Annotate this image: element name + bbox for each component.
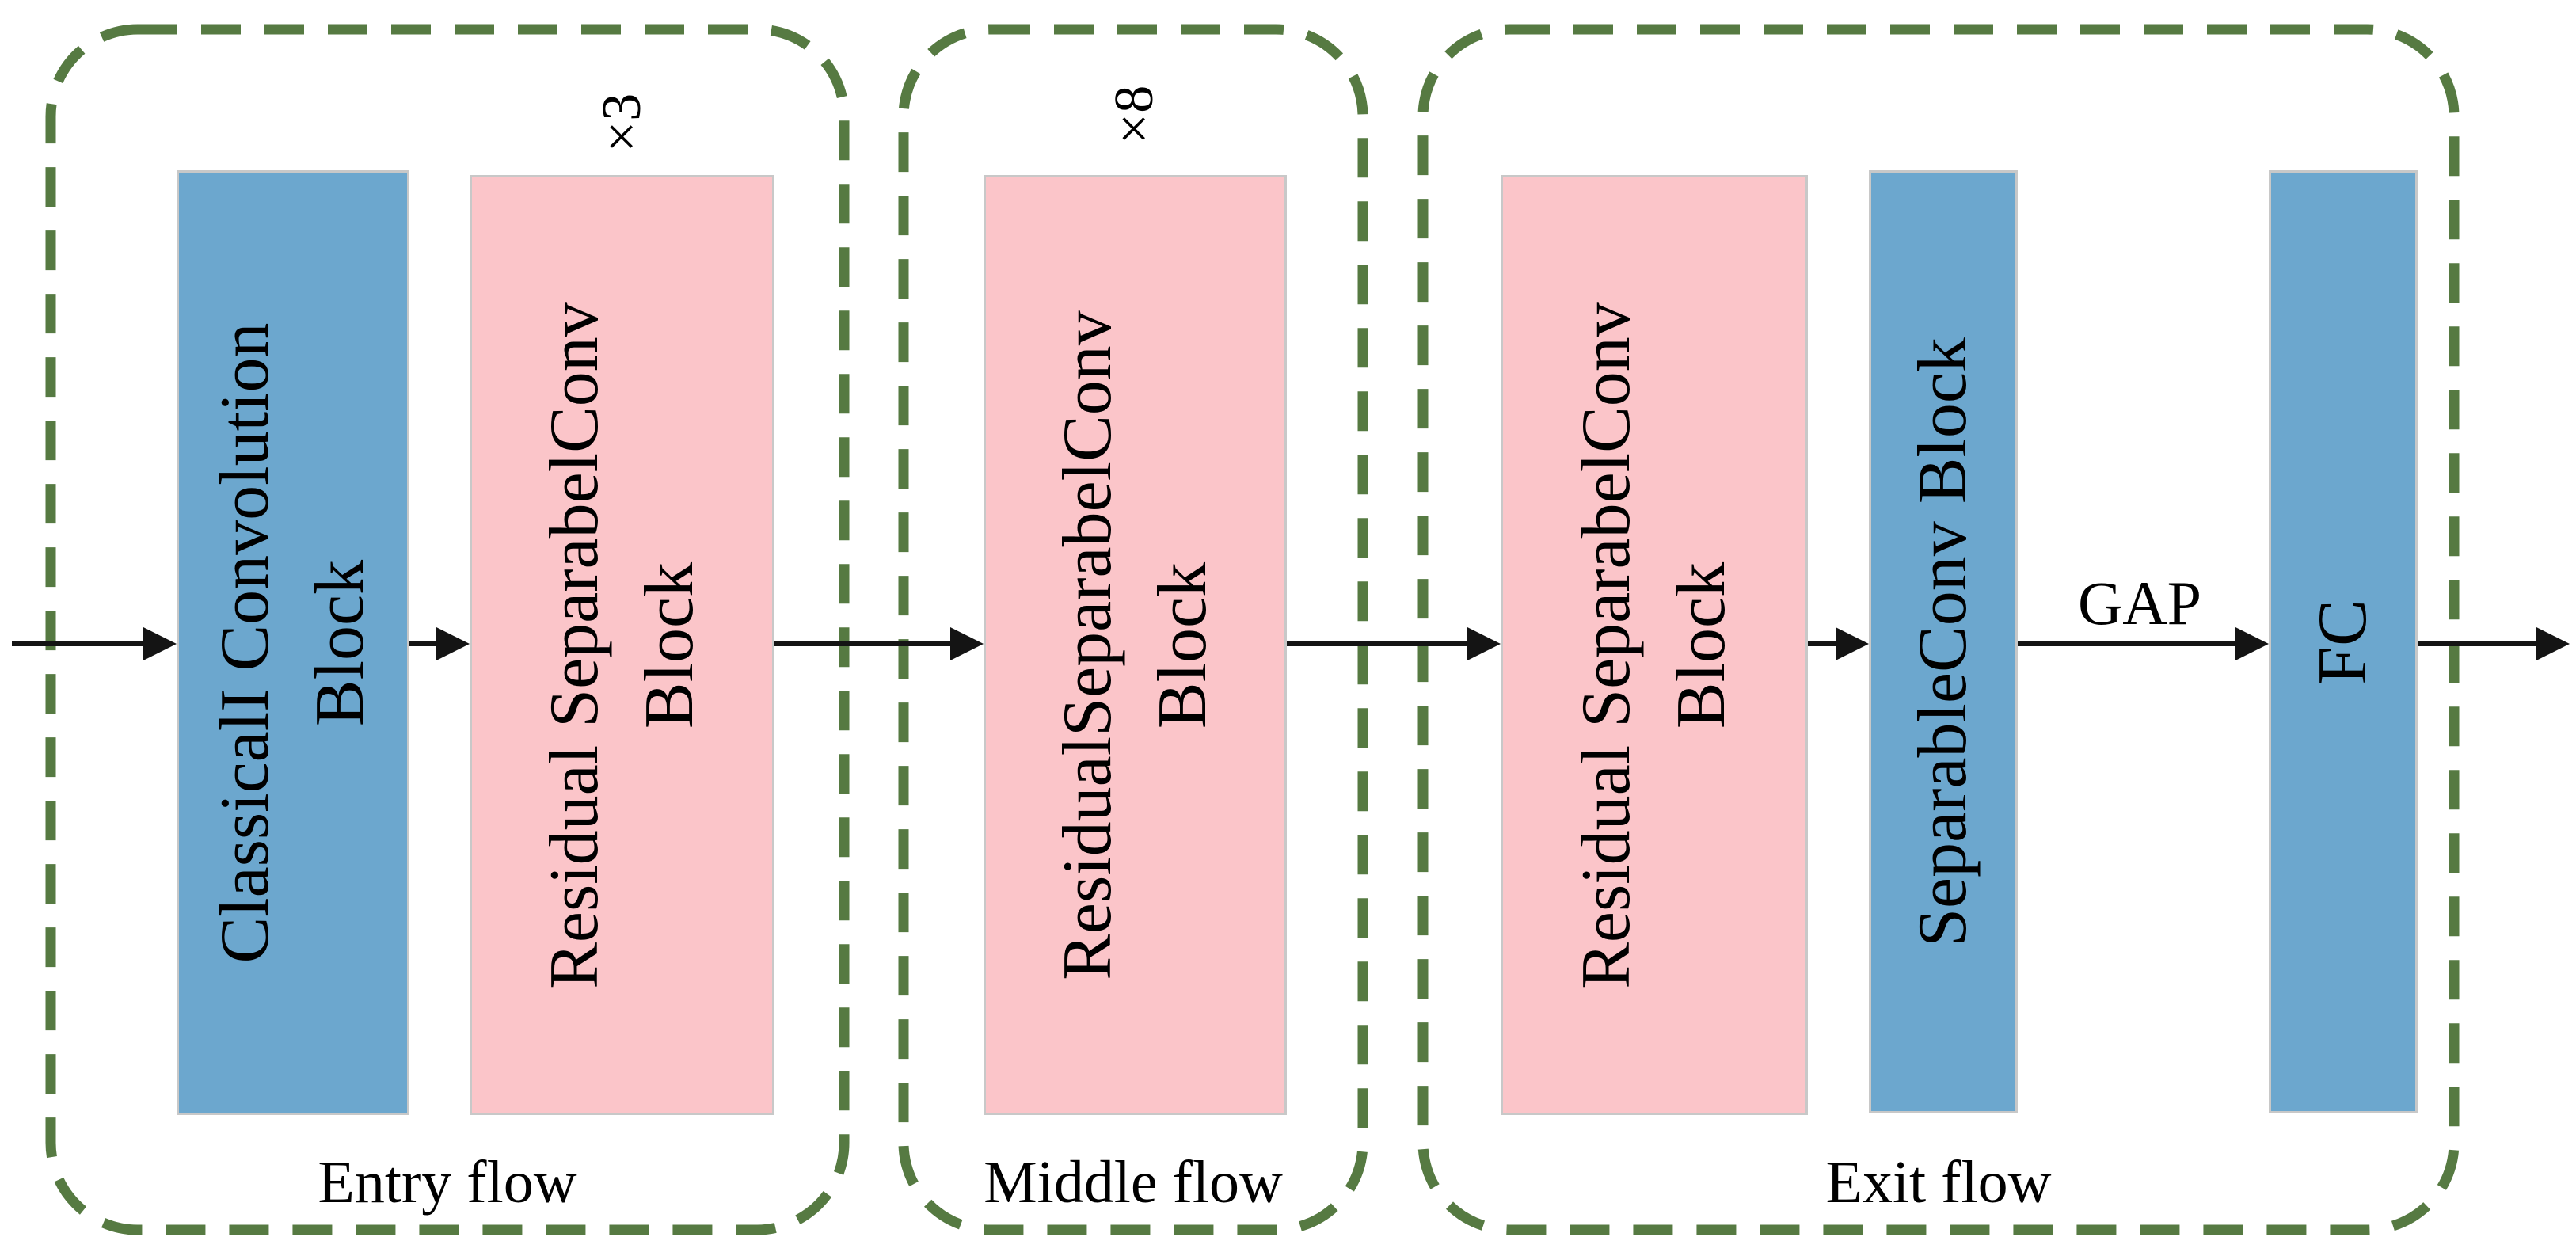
block-exit-residual-separableconv: Residual SeparabelConv Block (1501, 175, 1808, 1115)
arrow-separable-to-fc (2018, 641, 2235, 646)
middle-flow-dashed-border (898, 24, 1368, 1235)
middle-flow-label: Middle flow (984, 1149, 1283, 1216)
entry-flow-label: Entry flow (318, 1149, 577, 1216)
output-arrow (2418, 641, 2536, 646)
block-fc-label: FC (2304, 599, 2381, 685)
arrow-middle-to-exit (1287, 641, 1467, 646)
entry-residual-multiplier: ×3 (592, 93, 653, 153)
block-entry-residual-separableconv-label: Residual SeparabelConv Block (535, 301, 708, 989)
entry-flow-group: Entry flow (45, 24, 850, 1235)
block-classical-convolution-label: ClassicalI Convolution Block (207, 322, 379, 964)
middle-flow-group: Middle flow (898, 24, 1368, 1235)
arrow-classical-to-residual (409, 641, 436, 646)
arrow-residual-to-separable (1808, 641, 1836, 646)
block-classical-convolution: ClassicalI Convolution Block (177, 170, 409, 1115)
block-separableconv-label: SeparableConv Block (1904, 337, 1981, 947)
block-exit-residual-separableconv-label: Residual SeparabelConv Block (1568, 301, 1740, 989)
entry-flow-dashed-border (45, 24, 850, 1235)
block-fc: FC (2269, 170, 2418, 1113)
exit-flow-group: Exit flow (1417, 24, 2460, 1235)
block-entry-residual-separableconv: Residual SeparabelConv Block (470, 175, 774, 1115)
block-middle-residual-separableconv: ResidualSeparabelConv Block (984, 175, 1287, 1115)
gap-annotation: GAP (2077, 569, 2202, 638)
arrow-entry-to-middle (774, 641, 950, 646)
middle-residual-multiplier: ×8 (1104, 85, 1165, 145)
block-separableconv: SeparableConv Block (1869, 170, 2018, 1113)
input-arrow (12, 641, 143, 646)
exit-flow-label: Exit flow (1825, 1149, 2052, 1216)
block-middle-residual-separableconv-label: ResidualSeparabelConv Block (1048, 310, 1221, 980)
